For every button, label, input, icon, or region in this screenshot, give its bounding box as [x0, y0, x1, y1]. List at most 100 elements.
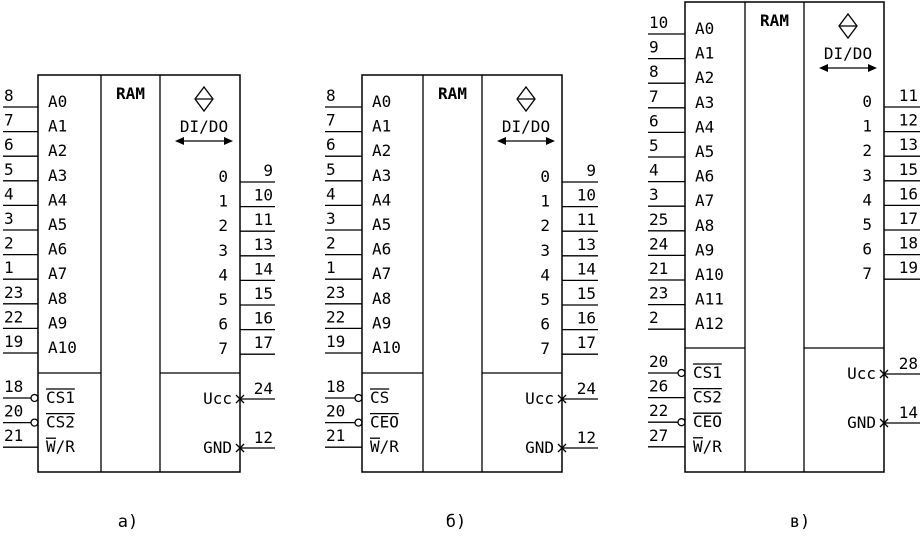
address-label: A8: [48, 289, 67, 308]
pin-number: 23: [649, 284, 668, 303]
data-pin: 101: [218, 186, 275, 211]
pin-number: 19: [899, 258, 918, 277]
pin-number: 2: [649, 308, 659, 327]
pin-number: 3: [326, 209, 336, 228]
pin-number: 10: [254, 186, 273, 205]
pin-number: 1: [4, 258, 14, 277]
pin-number: 11: [899, 86, 918, 105]
address-label: A3: [48, 166, 67, 185]
address-label: A4: [372, 190, 391, 209]
pin-number: 16: [254, 309, 273, 328]
data-bit-label: 3: [540, 241, 550, 260]
address-label: A10: [48, 338, 77, 357]
pin-number: 11: [577, 210, 596, 229]
address-pin: 23 A11: [648, 284, 724, 309]
pin-number: 13: [254, 235, 273, 254]
control-label: CEO: [693, 412, 722, 431]
pin-number: 24: [254, 379, 273, 398]
pin-number: 22: [4, 307, 23, 326]
cross-marker-icon: [557, 394, 567, 404]
pin-number: 24: [577, 379, 596, 398]
address-label: A11: [695, 290, 724, 309]
pin-number: 6: [649, 111, 659, 130]
pin-number: 28: [899, 354, 918, 373]
data-bit-label: 2: [218, 216, 228, 235]
pin-number: 8: [649, 62, 659, 81]
data-bit-label: 3: [862, 166, 872, 185]
pin-number: 21: [326, 426, 345, 445]
pin-number: 25: [649, 210, 668, 229]
pin-number: 14: [899, 403, 918, 422]
chip-body: [684, 1, 885, 473]
pin-number: 2: [4, 234, 14, 253]
pin-number: 7: [4, 111, 14, 130]
pin-number: 3: [4, 209, 14, 228]
pin-number: 11: [254, 210, 273, 229]
data-pin: 133: [218, 235, 275, 260]
control-label: W/R: [46, 437, 75, 456]
data-bit-label: 4: [540, 265, 550, 284]
data-pin: 90: [218, 161, 275, 186]
control-label: CS1: [693, 363, 722, 382]
data-bit-label: 4: [862, 190, 872, 209]
data-pin: 186: [862, 234, 920, 259]
pin-number: 17: [254, 333, 273, 352]
address-label: A8: [372, 289, 391, 308]
pin-number: 9: [263, 161, 273, 180]
address-label: A10: [372, 338, 401, 357]
address-label: A2: [372, 141, 391, 160]
inversion-bubble-icon: [354, 393, 363, 403]
inversion-bubble-icon: [354, 418, 363, 427]
figure-caption: а): [118, 512, 138, 532]
address-label: A6: [48, 240, 67, 259]
control-label: CS2: [693, 388, 722, 407]
pin-number: 27: [649, 426, 668, 445]
pin-number: 19: [326, 332, 345, 351]
pin-number: 20: [326, 402, 345, 421]
pin-number: 10: [577, 186, 596, 205]
data-pin: 133: [540, 235, 598, 260]
pin-number: 15: [577, 284, 596, 303]
pin-number: 2: [326, 234, 336, 253]
pin-number: 21: [649, 259, 668, 278]
pin-number: 6: [326, 135, 336, 154]
pin-number: 12: [577, 428, 596, 447]
address-label: A6: [372, 240, 391, 259]
pin-number: 14: [577, 259, 596, 278]
pin-number: 14: [254, 259, 273, 278]
address-label: A9: [695, 240, 714, 259]
figure-caption: б): [446, 512, 466, 532]
address-label: A12: [695, 314, 724, 333]
address-pin: 2 A12: [648, 308, 724, 333]
address-pin: 2 A6: [3, 234, 67, 259]
pin-number: 24: [649, 234, 668, 253]
address-pin: 19 A10: [325, 332, 401, 357]
pin-number: 1: [326, 258, 336, 277]
pin-number: 9: [586, 161, 596, 180]
power-label: Ucc: [525, 389, 554, 408]
pin-number: 4: [649, 161, 659, 180]
pin-number: 13: [899, 135, 918, 154]
address-label: A7: [695, 191, 714, 210]
